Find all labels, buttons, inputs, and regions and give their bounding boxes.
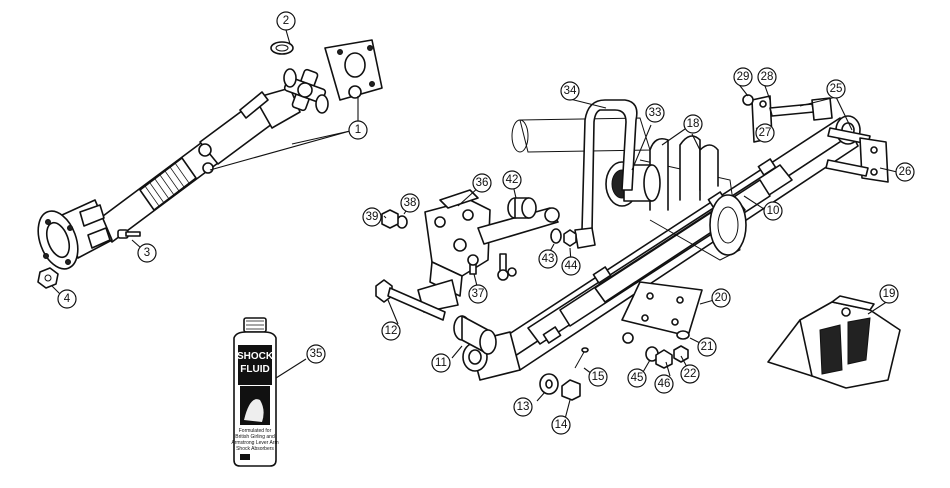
callout-label-43: 43 — [542, 253, 555, 265]
callout-45: 45 — [627, 368, 647, 388]
callout-label-18: 18 — [687, 118, 700, 130]
callout-28: 28 — [757, 67, 777, 87]
callout-label-33: 33 — [649, 107, 662, 119]
callout-2: 2 — [276, 11, 296, 31]
callout-18: 18 — [683, 114, 703, 134]
callout-1: 1 — [348, 120, 368, 140]
callout-44: 44 — [561, 256, 581, 276]
callout-label-13: 13 — [517, 401, 530, 413]
callout-label-37: 37 — [472, 288, 485, 300]
callout-label-4: 4 — [64, 293, 71, 305]
callout-label-42: 42 — [506, 174, 519, 186]
callout-label-20: 20 — [715, 292, 728, 304]
callout-19: 19 — [879, 284, 899, 304]
flange-bolt — [117, 229, 141, 239]
callout-20: 20 — [711, 288, 731, 308]
callout-4: 4 — [57, 289, 77, 309]
plate-hardware — [645, 330, 690, 369]
shock-mount-stud — [467, 254, 479, 275]
bottle-label-line2: FLUID — [240, 364, 269, 375]
leader-lines — [51, 29, 898, 420]
callout-label-28: 28 — [761, 71, 774, 83]
shock-absorber — [417, 189, 560, 313]
callout-label-22: 22 — [684, 368, 697, 380]
callout-label-27: 27 — [759, 127, 772, 139]
callout-label-38: 38 — [404, 197, 417, 209]
callout-label-2: 2 — [283, 15, 289, 27]
shock-fluid-bottle: SHOCK FLUID Formulated for British Girli… — [231, 317, 279, 467]
callout-label-11: 11 — [435, 357, 447, 369]
callout-label-35: 35 — [310, 348, 323, 360]
flange-nut — [37, 267, 59, 289]
callout-label-15: 15 — [592, 371, 605, 383]
callout-11: 11 — [431, 353, 451, 373]
spring-plate — [621, 281, 703, 344]
u-bolts — [649, 135, 719, 211]
callout-43: 43 — [538, 249, 558, 269]
callout-37: 37 — [468, 284, 488, 304]
callout-29: 29 — [733, 67, 753, 87]
split-pin — [574, 347, 589, 369]
callout-14: 14 — [551, 415, 571, 435]
callout-label-1: 1 — [355, 124, 361, 136]
callout-label-29: 29 — [737, 71, 750, 83]
callout-label-34: 34 — [564, 85, 577, 97]
callout-38: 38 — [400, 193, 420, 213]
spring-eye-bush — [453, 315, 497, 355]
callout-label-3: 3 — [144, 247, 150, 259]
callout-12: 12 — [381, 321, 401, 341]
callout-15: 15 — [588, 367, 608, 387]
callout-22: 22 — [680, 364, 700, 384]
rear-flange-yoke — [324, 39, 383, 101]
link-bush — [507, 197, 537, 219]
circlip — [270, 41, 294, 55]
check-strap — [574, 99, 638, 249]
shock-washer-nut — [381, 209, 408, 229]
callout-27: 27 — [755, 123, 775, 143]
bottle-text-3: Armstrong Lever Arm — [231, 440, 278, 446]
universal-joint-spider — [283, 68, 329, 114]
long-bolt — [375, 279, 446, 321]
callout-label-26: 26 — [899, 166, 912, 178]
callout-39: 39 — [362, 207, 382, 227]
axle-housing — [511, 117, 747, 261]
callout-33: 33 — [645, 103, 665, 123]
callout-label-12: 12 — [385, 325, 398, 337]
callout-26: 26 — [895, 162, 915, 182]
bottle-text-2: British Girling and — [235, 434, 275, 440]
propeller-shaft — [37, 87, 301, 270]
callout-label-44: 44 — [565, 260, 578, 272]
callout-21: 21 — [697, 337, 717, 357]
callout-3: 3 — [137, 243, 157, 263]
callout-label-46: 46 — [658, 378, 671, 390]
callout-label-14: 14 — [555, 419, 568, 431]
bottle-label-line1: SHOCK — [237, 351, 274, 362]
callout-label-36: 36 — [476, 177, 489, 189]
callout-34: 34 — [560, 81, 580, 101]
callout-label-21: 21 — [701, 341, 714, 353]
callout-label-39: 39 — [366, 211, 379, 223]
bottle-text-4: Shock Absorbers — [236, 446, 274, 452]
spring-hanger-bracket — [767, 295, 901, 389]
callout-36: 36 — [472, 173, 492, 193]
callout-10: 10 — [763, 201, 783, 221]
callout-label-19: 19 — [883, 288, 896, 300]
link-washer-nut — [550, 228, 577, 247]
callout-label-10: 10 — [767, 205, 780, 217]
eye-washer — [539, 373, 559, 395]
callout-label-45: 45 — [631, 372, 644, 384]
callout-46: 46 — [654, 374, 674, 394]
callout-35: 35 — [306, 344, 326, 364]
callout-13: 13 — [513, 397, 533, 417]
callout-25: 25 — [826, 79, 846, 99]
castellated-nut — [561, 379, 581, 401]
callout-42: 42 — [502, 170, 522, 190]
callout-label-25: 25 — [830, 83, 843, 95]
bottle-text-1: Formulated for — [239, 428, 272, 434]
